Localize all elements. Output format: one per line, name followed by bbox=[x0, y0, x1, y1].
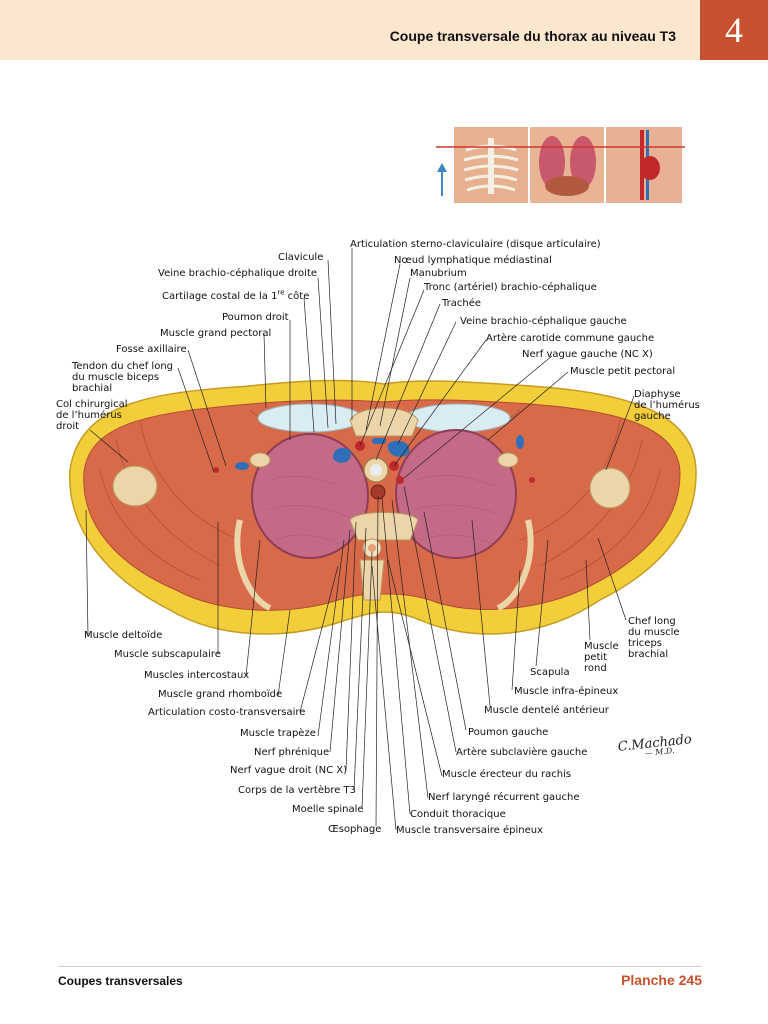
label-nerf-phrenique: Nerf phrénique bbox=[254, 747, 330, 758]
label-muscle-petit-pectoral: Muscle petit pectoral bbox=[570, 366, 676, 377]
label-conduit-thoracique: Conduit thoracique bbox=[410, 809, 506, 820]
label-nerf-vague-gauche: Nerf vague gauche (NC X) bbox=[522, 349, 653, 360]
label-muscles-intercostaux: Muscles intercostaux bbox=[144, 670, 250, 681]
label-nerf-vague-droit: Nerf vague droit (NC X) bbox=[230, 765, 348, 776]
label-muscle-grand-pectoral: Muscle grand pectoral bbox=[160, 328, 272, 339]
label-veine-brachio-cephalique-gauche: Veine brachio-céphalique gauche bbox=[460, 316, 627, 327]
footer-plate-number: Planche 245 bbox=[621, 972, 702, 988]
label-fosse-axillaire: Fosse axillaire bbox=[116, 344, 187, 355]
leader-lines bbox=[85, 248, 635, 831]
label-muscle-trapeze: Muscle trapèze bbox=[240, 728, 316, 739]
label-oesophage: Œsophage bbox=[328, 824, 382, 835]
footer-divider bbox=[58, 966, 702, 967]
label-muscle-deltoide: Muscle deltoïde bbox=[84, 630, 163, 641]
label-moelle-spinale: Moelle spinale bbox=[292, 804, 364, 815]
label-noeud-lymphatique: Nœud lymphatique médiastinal bbox=[394, 255, 552, 266]
label-veine-brachio-cephalique-droite: Veine brachio-céphalique droite bbox=[158, 268, 318, 279]
orientation-thumbnail bbox=[436, 127, 685, 203]
label-corps-vertebre-t3: Corps de la vertèbre T3 bbox=[238, 785, 357, 796]
label-nerf-larynge-recurrent: Nerf laryngé récurrent gauche bbox=[428, 792, 580, 803]
label-poumon-gauche: Poumon gauche bbox=[468, 727, 549, 738]
footer-section-name: Coupes transversales bbox=[58, 974, 183, 988]
label-scapula: Scapula bbox=[530, 667, 570, 678]
label-manubrium: Manubrium bbox=[410, 268, 467, 279]
label-clavicule: Clavicule bbox=[278, 252, 324, 263]
label-artere-subclaviere-gauche: Artère subclavière gauche bbox=[456, 747, 588, 758]
label-poumon-droit: Poumon droit bbox=[222, 312, 289, 323]
label-muscle-transversaire-epineux: Muscle transversaire épineux bbox=[396, 825, 544, 836]
label-muscle-infra-epineux: Muscle infra-épineux bbox=[514, 686, 619, 697]
label-muscle-subscapulaire: Muscle subscapulaire bbox=[114, 649, 221, 660]
label-articulation-sterno-claviculaire: Articulation sterno-claviculaire (disque… bbox=[350, 239, 601, 250]
label-articulation-costo-transversaire: Articulation costo-transversaire bbox=[148, 707, 306, 718]
label-cartilage-costal: Cartilage costal de la 1re côte bbox=[162, 288, 310, 302]
label-muscle-erecteur-rachis: Muscle érecteur du rachis bbox=[442, 769, 572, 780]
chapter-number-badge: 4 bbox=[700, 0, 768, 60]
page-title: Coupe transversale du thorax au niveau T… bbox=[389, 28, 676, 44]
page-header: Coupe transversale du thorax au niveau T… bbox=[0, 0, 768, 60]
label-trachee: Trachée bbox=[442, 298, 482, 309]
label-tronc-brachio-cephalique: Tronc (artériel) brachio-céphalique bbox=[424, 282, 597, 293]
label-muscle-grand-rhomboide: Muscle grand rhomboïde bbox=[158, 689, 283, 700]
label-muscle-dentele-anterieur: Muscle dentelé antérieur bbox=[484, 705, 609, 716]
label-artere-carotide: Artère carotide commune gauche bbox=[486, 333, 655, 344]
